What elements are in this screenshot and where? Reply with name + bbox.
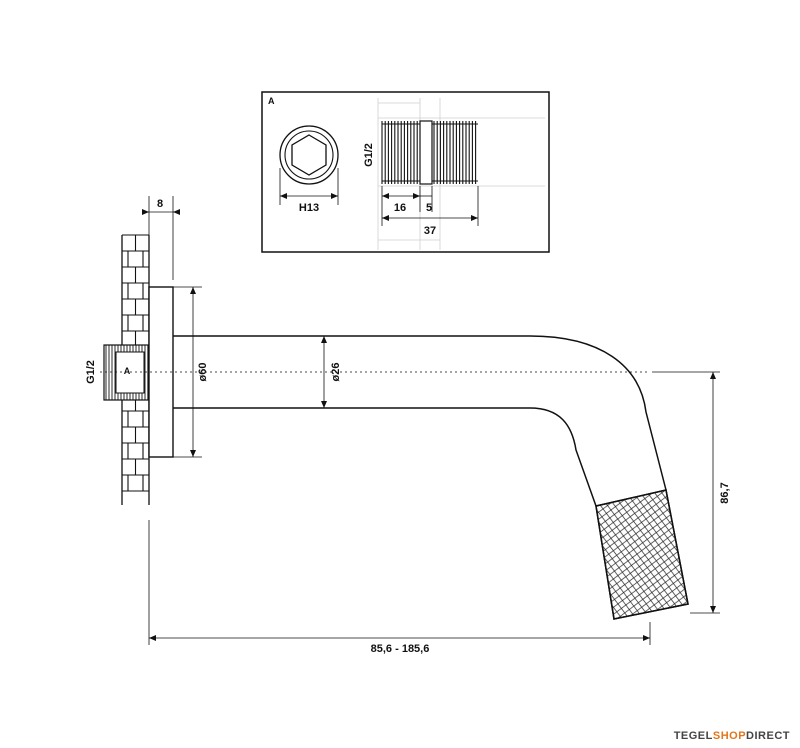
hex-size-label: H13 <box>299 202 319 214</box>
length-dimension <box>148 520 651 645</box>
dim-5-label: 5 <box>426 202 432 214</box>
length-label: 85,6 - 185,6 <box>371 643 430 655</box>
detail-dimensions <box>381 186 479 226</box>
detail-a-box: A H13 G1/ <box>261 91 550 253</box>
hex-fitting: H13 <box>279 125 339 214</box>
height-label: 86,7 <box>719 482 731 503</box>
detail-construction-lines <box>377 98 545 250</box>
main-thread-label: G1/2 <box>85 360 97 384</box>
flange-diameter-label: ø60 <box>197 363 209 382</box>
wall-thickness-label: 8 <box>157 198 163 210</box>
brand-logo: TEGELSHOPDIRECT <box>674 730 790 742</box>
dim-16-label: 16 <box>394 202 406 214</box>
brand-part-2: SHOP <box>712 730 747 742</box>
detail-tag: A <box>268 96 275 106</box>
brand-part-1: TEGEL <box>673 730 713 742</box>
detail-thread-label: G1/2 <box>363 143 375 167</box>
spout-pipe <box>173 335 667 507</box>
knurled-outlet <box>595 489 689 620</box>
wall-fitting <box>103 344 149 401</box>
detail-reference-a: A <box>124 366 131 376</box>
brand-part-3: DIRECT <box>746 730 790 742</box>
threaded-nipple <box>381 120 478 185</box>
dim-37-label: 37 <box>424 225 436 237</box>
height-dimension <box>652 371 720 614</box>
